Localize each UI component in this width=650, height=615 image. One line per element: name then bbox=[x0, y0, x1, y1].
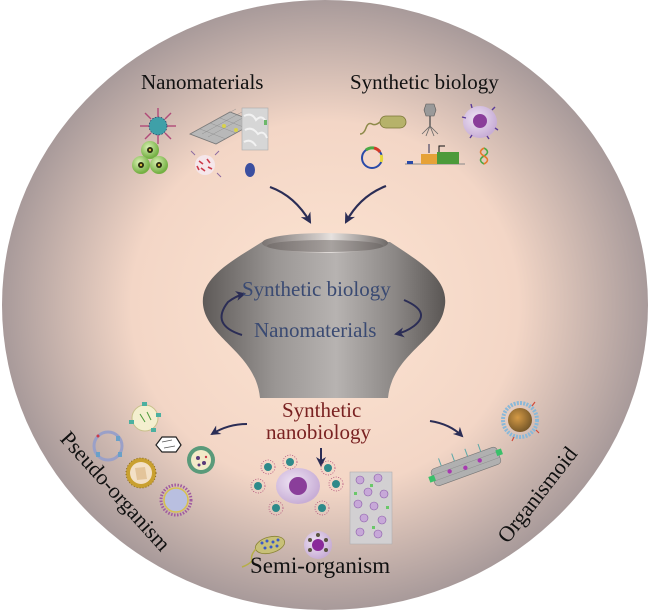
center-label-line2: nanobiology bbox=[266, 420, 371, 444]
dna-origami-tube-icon bbox=[428, 443, 503, 487]
semi-organism-icons bbox=[241, 454, 393, 568]
bacterium-icon bbox=[359, 115, 407, 135]
bacteriophage-icon bbox=[421, 103, 439, 137]
semi-organism-label: Semi-organism bbox=[250, 553, 391, 578]
pseudo-organism-icons bbox=[92, 402, 215, 517]
arrow-nanomaterials-to-pot bbox=[269, 185, 312, 224]
liposome-icon bbox=[159, 483, 193, 517]
virus-like-particle-icon bbox=[129, 402, 161, 432]
ring-vesicle-icon bbox=[92, 430, 124, 462]
center-label-line1: Synthetic bbox=[282, 398, 362, 422]
lipid-coated-particle-icon bbox=[501, 401, 540, 442]
decorated-cell-icon bbox=[304, 531, 332, 559]
cell-nanoparticle-hybrid-icon bbox=[250, 454, 344, 516]
decorated-bacterium-icon bbox=[241, 535, 286, 568]
pot-label-synthetic-biology: Synthetic biology bbox=[242, 277, 391, 301]
gene-circuit-icon bbox=[405, 144, 465, 165]
radioactive-nanocluster-icon bbox=[132, 141, 168, 174]
immune-cell-icon bbox=[461, 103, 499, 140]
arrow-synbio-to-pot bbox=[344, 184, 387, 224]
nanomaterials-heading: Nanomaterials bbox=[141, 70, 264, 94]
core-shell-particle-icon bbox=[125, 457, 157, 489]
dna-helix-icon bbox=[479, 147, 489, 165]
organismoid-icons bbox=[428, 401, 540, 487]
cycle-arrow-right bbox=[394, 299, 423, 338]
mixing-pot bbox=[202, 233, 446, 398]
synthetic-biology-icons bbox=[359, 103, 499, 169]
plasmid-icon bbox=[361, 146, 384, 169]
cycle-arrow-left bbox=[220, 291, 246, 336]
arrow-to-organismoid bbox=[429, 420, 464, 438]
cell-array-icon bbox=[349, 471, 393, 545]
crystal-icon bbox=[155, 436, 182, 453]
arrow-to-pseudo-organism bbox=[210, 423, 248, 436]
antibody-nanoparticle-icon bbox=[140, 108, 176, 144]
synthetic-biology-heading: Synthetic biology bbox=[350, 70, 499, 94]
layered-vesicle-icon bbox=[187, 446, 215, 474]
nanomaterials-icons bbox=[132, 107, 269, 178]
polymer-nanoparticle-icon bbox=[190, 150, 222, 178]
porous-material-icon bbox=[241, 107, 269, 151]
pot-label-nanomaterials: Nanomaterials bbox=[254, 318, 377, 342]
nanodot-icon bbox=[245, 163, 255, 177]
